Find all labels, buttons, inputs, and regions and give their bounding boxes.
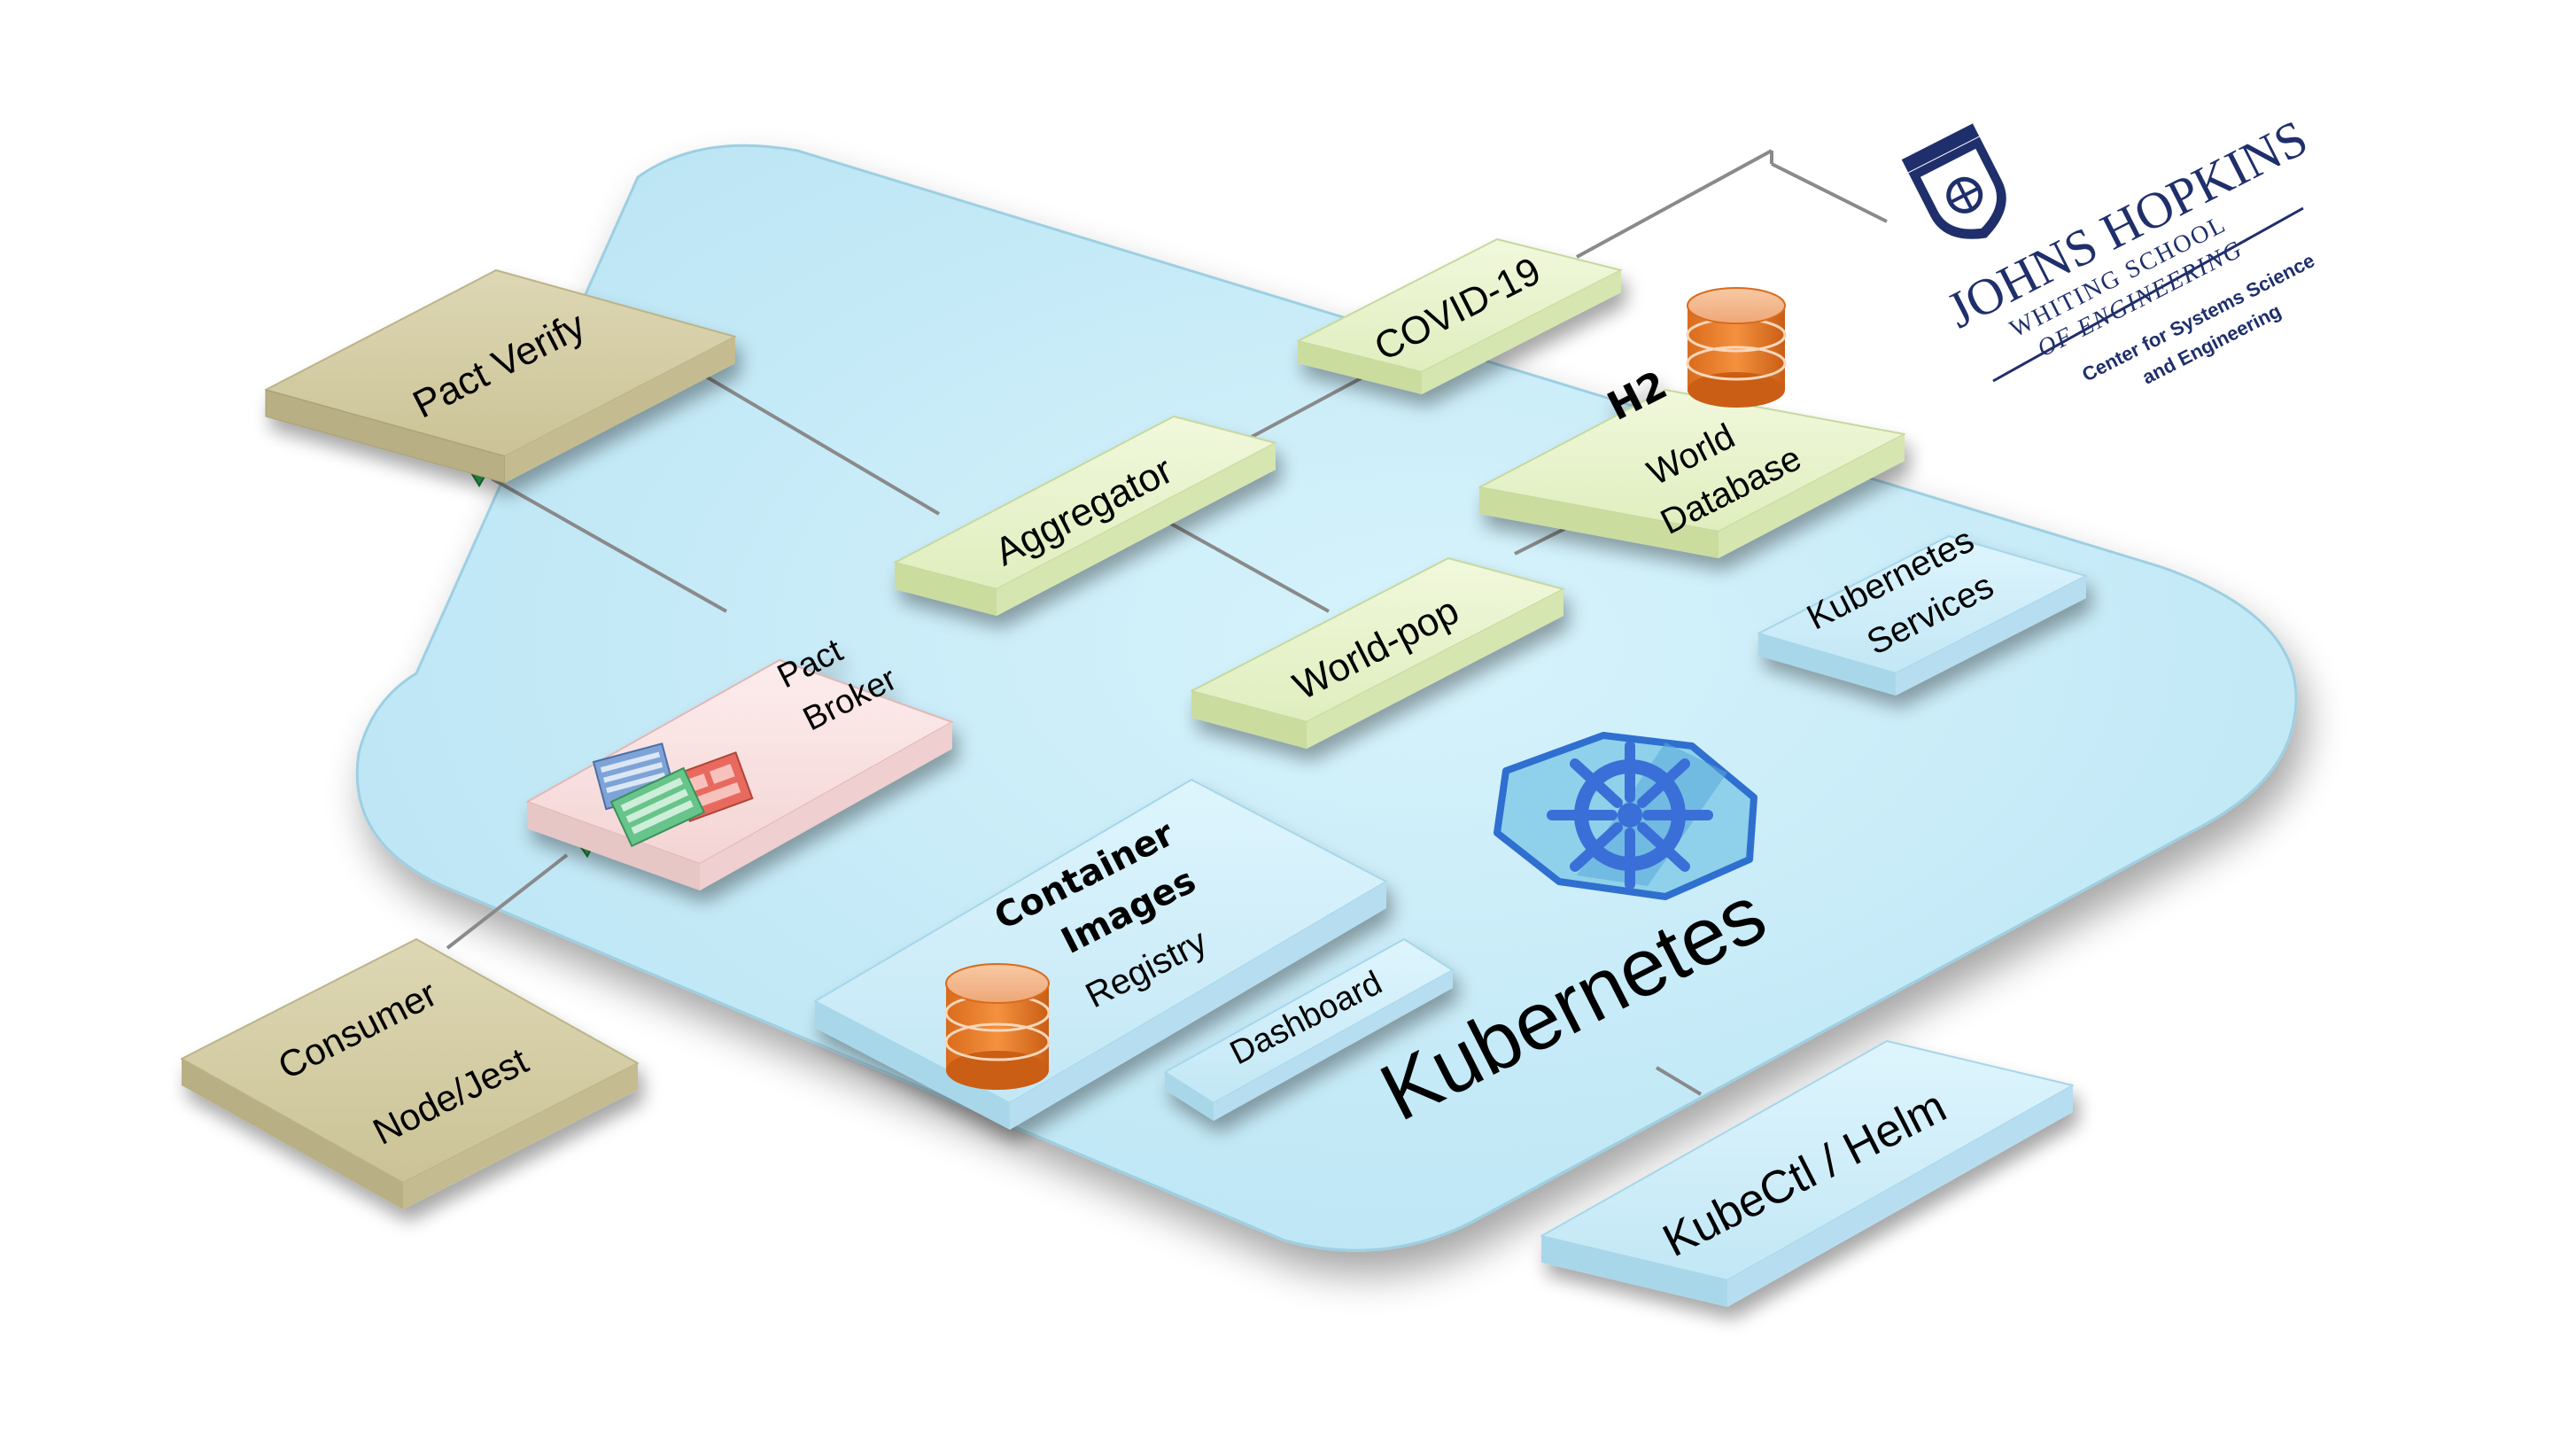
pact-verify-box[interactable]: Pact Verify bbox=[265, 269, 736, 484]
line-consumer-to-broker bbox=[446, 853, 569, 950]
line-broker-to-pactverify bbox=[491, 477, 727, 613]
line-aggregator-to-covid bbox=[1239, 375, 1365, 445]
kubectl-helm-box[interactable]: KubeCtl / Helm bbox=[1540, 1040, 2074, 1307]
kubernetes-logo-icon bbox=[1494, 732, 1757, 900]
jhu-divider bbox=[1992, 206, 2304, 383]
world-database-box[interactable]: H2 World Database bbox=[1478, 362, 1905, 558]
aggregator-box[interactable]: Aggregator bbox=[894, 416, 1276, 616]
line-kubernetes-to-kubectl bbox=[1655, 1066, 1703, 1096]
jhu-shield-icon bbox=[1901, 123, 2006, 239]
line-aggregator-to-worldpop bbox=[1168, 521, 1330, 613]
registry-database-icon bbox=[944, 963, 1051, 1090]
connector-lines bbox=[446, 149, 1888, 1096]
consumer-box[interactable]: Consumer Node/Jest bbox=[181, 938, 639, 1209]
line-covid-to-logo bbox=[1576, 149, 1773, 259]
jhu-logo: Johns Hopkins Whiting School of Engineer… bbox=[1901, 108, 2318, 389]
documents-icon bbox=[592, 742, 754, 848]
covid19-box[interactable]: COVID-19 bbox=[1297, 238, 1622, 394]
line-logo-to-right bbox=[1771, 162, 1888, 223]
h2-database-icon bbox=[1686, 287, 1787, 408]
line-pactverify-to-aggregator bbox=[689, 366, 941, 516]
